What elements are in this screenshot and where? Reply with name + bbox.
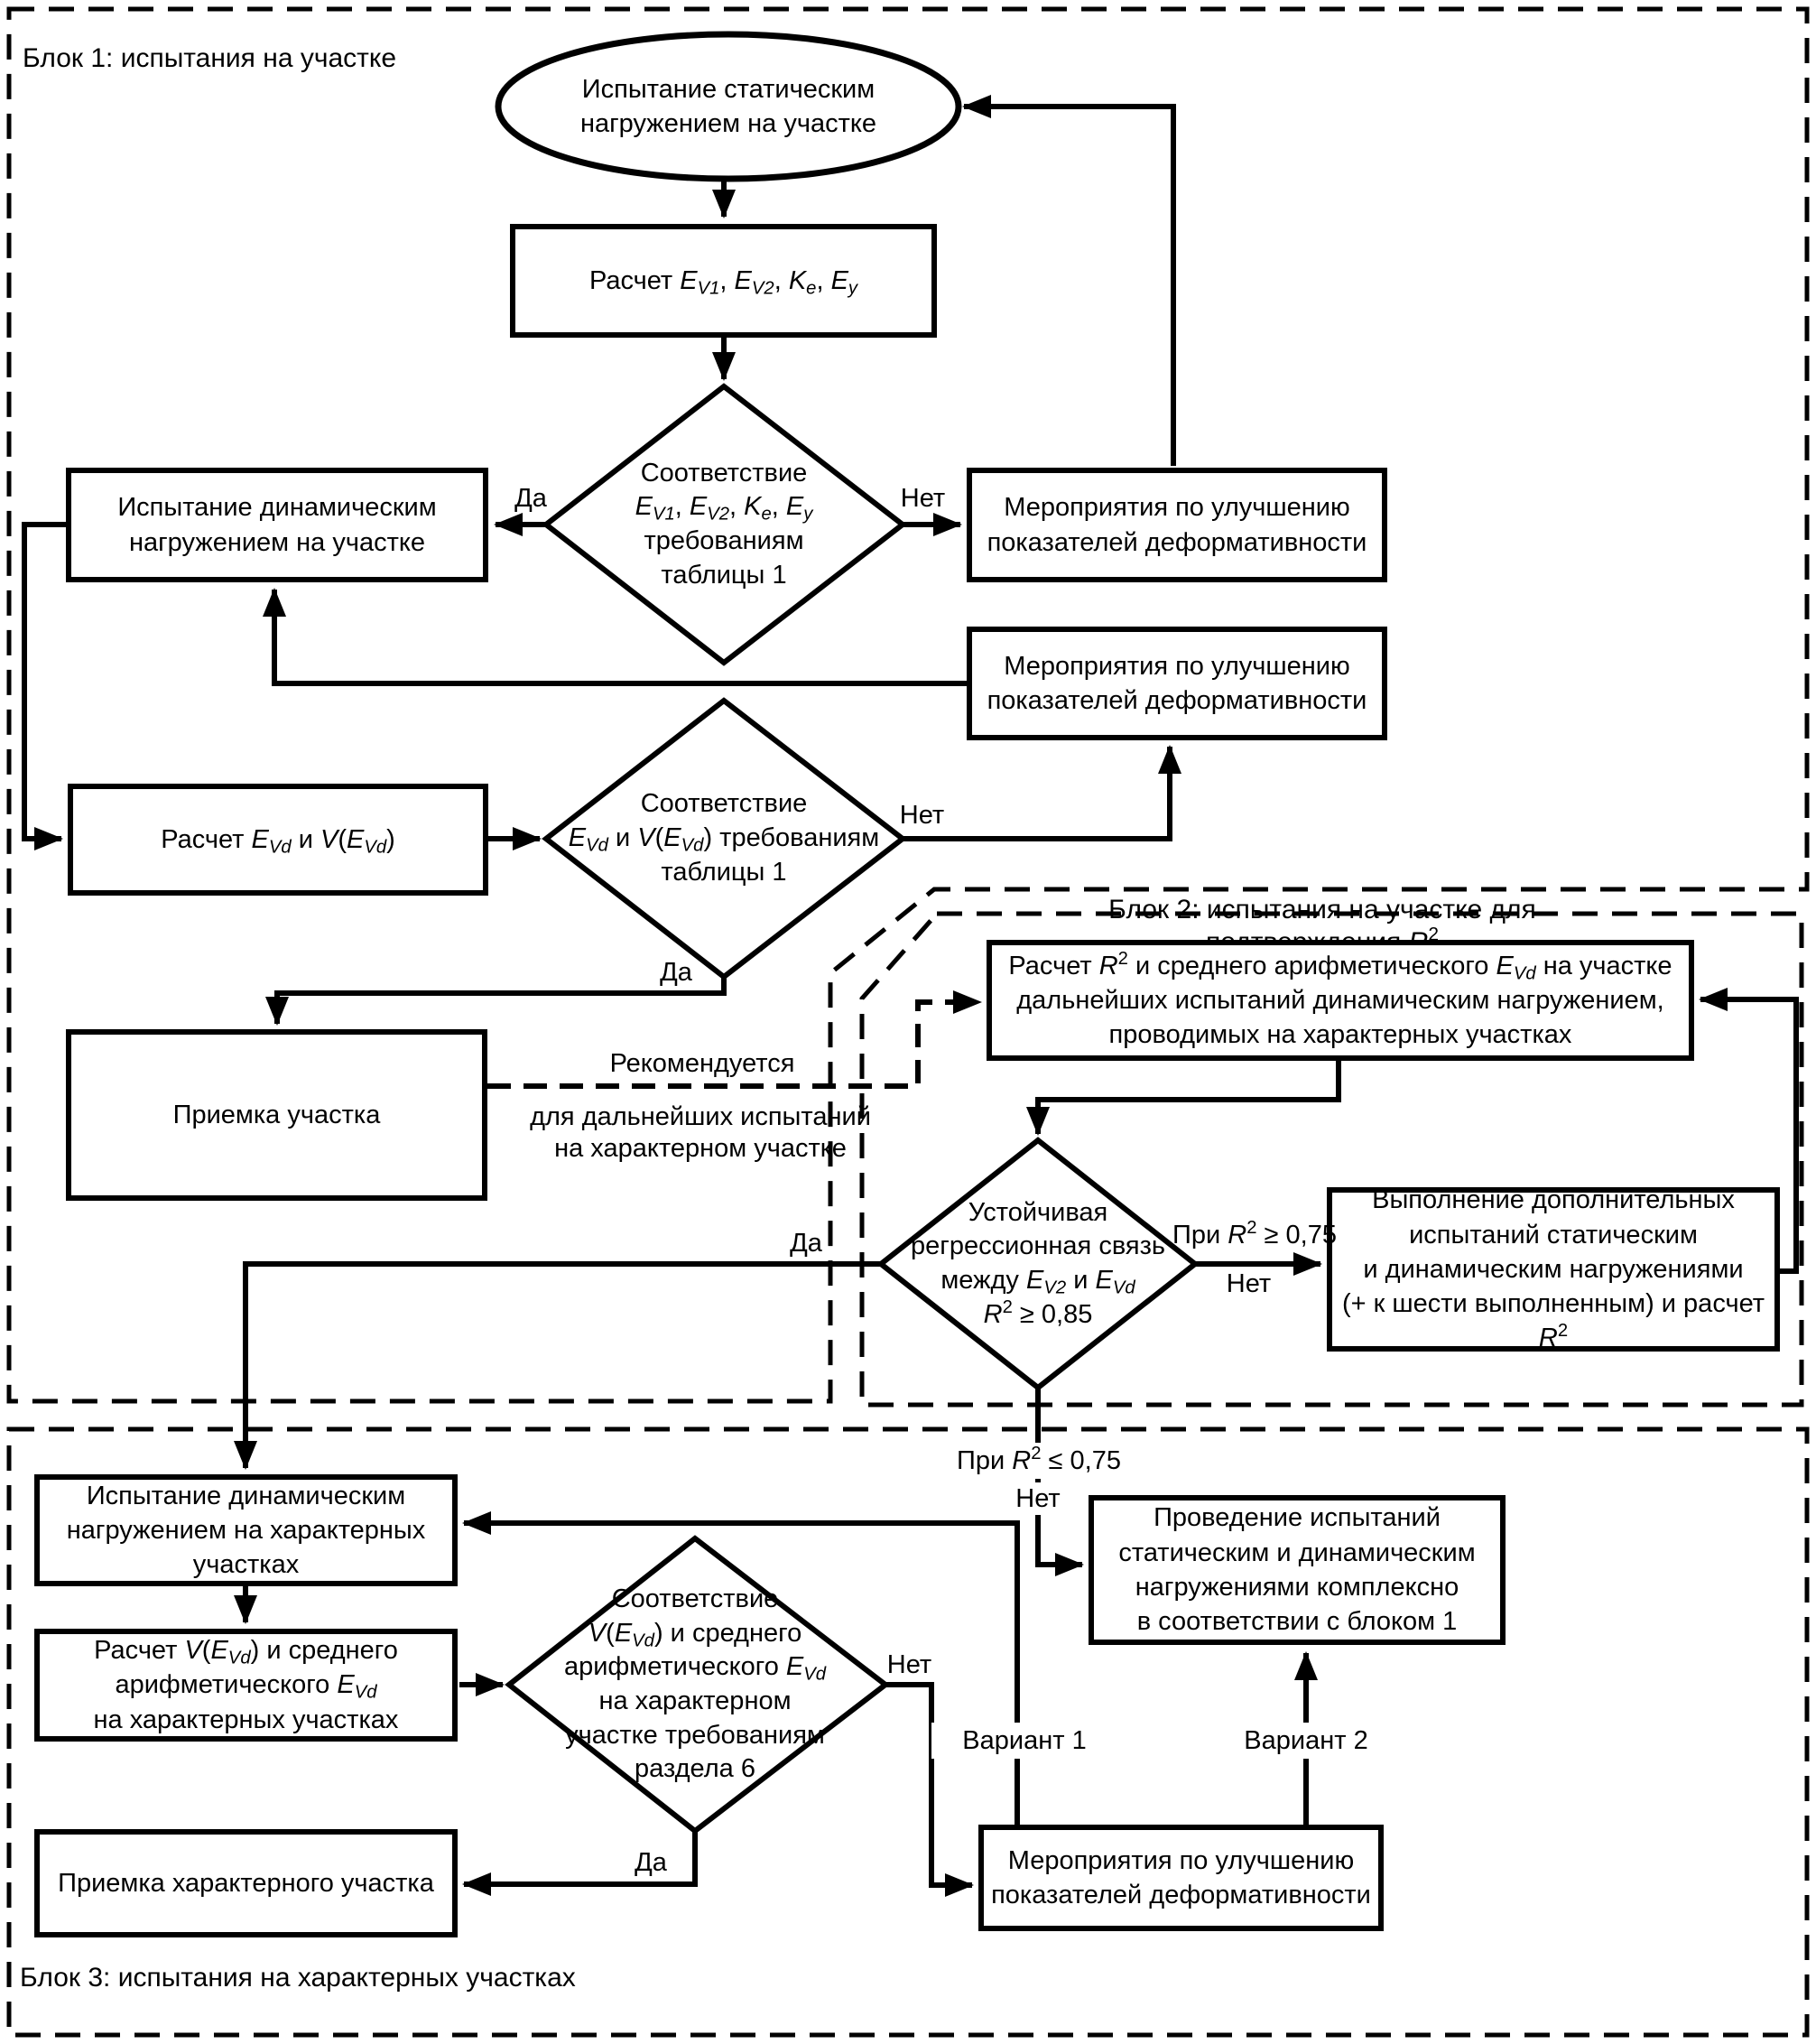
calc-r2-box: Расчет R2 и среднего арифметического EVd… (987, 940, 1694, 1061)
arrow-decision4-yes-to-acceptance2 (462, 1831, 698, 1896)
arrow-calc-r2-to-decision3 (1026, 1061, 1341, 1136)
block1-label: Блок 1: испытания на участке (23, 43, 397, 73)
additional-tests-box: Выполнение дополнительных испытаний стат… (1327, 1185, 1780, 1352)
dynamic-test-box: Испытание динамическим нагружением на уч… (66, 468, 488, 582)
arrow-measures1-to-start (962, 95, 1176, 466)
decision3-yes-label: Да (790, 1228, 822, 1258)
calc-v-box: Расчет V(EVd) и среднего арифметического… (34, 1629, 458, 1742)
decision3-low-no-label: Нет (995, 1482, 1081, 1515)
arrow-additional-tests-to-calc-r2 (1699, 988, 1799, 1274)
decision1-no-label: Нет (900, 483, 946, 513)
arrow-decision4-no-to-measures3 (885, 1682, 974, 1897)
recommended-label-bottom: для дальнейших испытаний на характерном … (530, 1102, 871, 1163)
calc-ev-box: Расчет EV1, EV2, Ke, Ey (510, 224, 937, 338)
arrow-decision2-yes-to-acceptance1 (265, 977, 727, 1026)
decision2-diamond-shape (542, 697, 907, 980)
arrow-recommended-acceptance1-to-calc-r2 (487, 990, 982, 1089)
decision2-yes-label: Да (660, 957, 692, 987)
arrow-decision3-yes-to-dynamic-test-char (234, 1261, 881, 1470)
decision2-text: Соответствие EVd и V(EVd) требованиям та… (568, 789, 880, 887)
decision3-condition-high-label: При R2 ≥ 0,75 (1172, 1217, 1337, 1250)
recommended-label-top: Рекомендуется (609, 1048, 795, 1078)
start-ellipse-shape (495, 31, 962, 182)
measures3-box: Мероприятия по улучшению показателей деф… (978, 1825, 1384, 1931)
decision3-condition-low-label: При R2 ≤ 0,75 (903, 1443, 1174, 1479)
arrow-measures2-to-dynamic-test (263, 588, 967, 686)
block2-label: Блок 2: испытания на участке для подтвер… (1108, 895, 1536, 957)
decision4-no-label: Нет (886, 1649, 932, 1679)
dynamic-test-char-box: Испытание динамическим нагружением на ха… (34, 1474, 458, 1586)
block1-dashed-border (6, 6, 1810, 1404)
decision4-diamond-shape (505, 1535, 890, 1835)
decision4-text: Соответствие V(EVd) и среднего арифметич… (563, 1584, 827, 1784)
decision3-diamond-shape (876, 1137, 1200, 1391)
acceptance1-box: Приемка участка (66, 1029, 487, 1201)
decision1-diamond-shape (542, 383, 907, 666)
decision4-yes-label: Да (635, 1847, 667, 1877)
block3-dashed-border (6, 1426, 1810, 2038)
conduct-complex-box: Проведение испытаний статическим и динам… (1089, 1495, 1506, 1645)
start-ellipse-text: Испытание статическим нагружением на уча… (579, 75, 877, 138)
decision1-text: Соответствие EV1, EV2, Ke, Ey требования… (635, 458, 813, 590)
acceptance2-box: Приемка характерного участка (34, 1829, 458, 1937)
decision1-yes-label: Да (514, 483, 547, 513)
block2-dashed-border (859, 911, 1804, 1408)
calc-evd-box: Расчет EVd и V(EVd) (68, 784, 488, 896)
variant1-label: Вариант 1 (931, 1723, 1117, 1759)
decision2-no-label: Нет (899, 800, 945, 830)
decision3-text: Устойчивая регрессионная связь между EV2… (910, 1197, 1166, 1329)
arrow-decision2-no-to-measures2 (903, 745, 1181, 841)
variant2-label: Вариант 2 (1213, 1723, 1399, 1759)
measures1-box: Мероприятия по улучшению показателей деф… (967, 468, 1387, 582)
block3-label: Блок 3: испытания на характерных участка… (20, 1963, 576, 1993)
arrow-dynamic-test-to-calc-evd (22, 522, 69, 850)
measures2-box: Мероприятия по улучшению показателей деф… (967, 627, 1387, 740)
decision3-no-label: Нет (1226, 1268, 1272, 1298)
